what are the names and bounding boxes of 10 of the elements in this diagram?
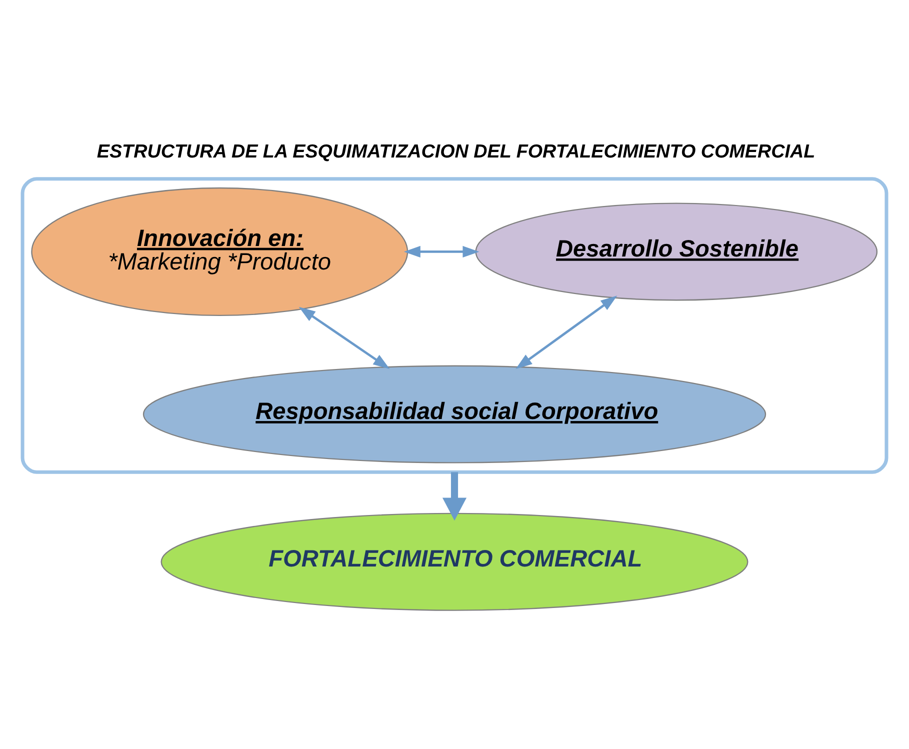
node-ellipse: Responsabilidad social Corporativo (142, 365, 766, 464)
arrow (442, 472, 467, 521)
arrow (298, 306, 390, 369)
node-ellipse: FORTALECIMIENTO COMERCIAL (160, 512, 748, 611)
arrow (516, 296, 618, 369)
node-ellipse: Innovación en: *Marketing *Producto (31, 187, 408, 316)
diagram-title: ESTRUCTURA DE LA ESQUIMATIZACION DEL FORTALECIMIENTO COMERCIAL (96, 141, 816, 162)
cluster (20, 177, 888, 474)
arrow (404, 246, 480, 258)
node-ellipse: Desarrollo Sostenible (475, 202, 878, 301)
